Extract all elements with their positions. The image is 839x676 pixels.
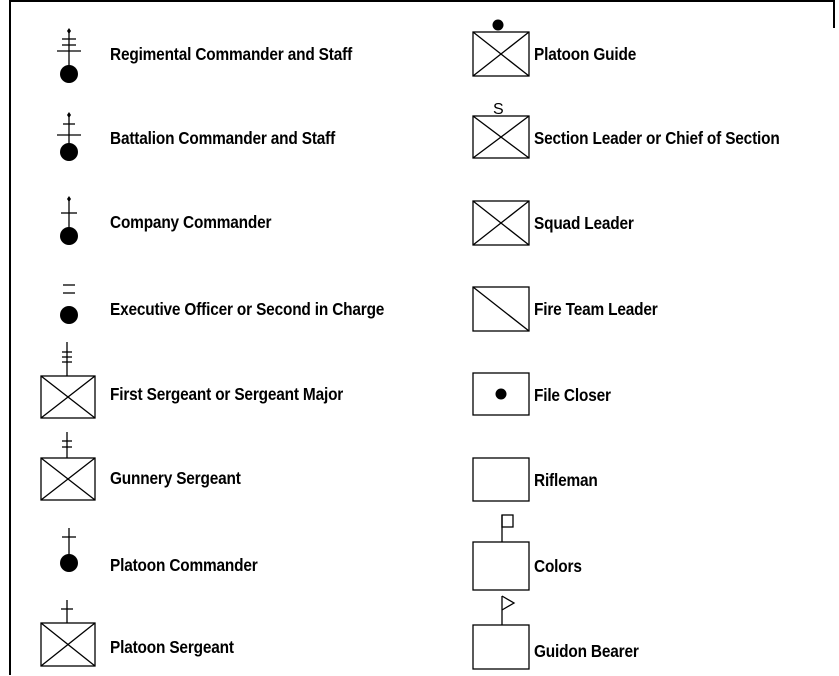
guidon-bearer-icon [472, 595, 530, 670]
legend-entry-squad-leader: Squad Leader [449, 196, 829, 246]
legend-entry-file-closer: File Closer [449, 366, 829, 416]
executive-officer-icon [60, 284, 78, 324]
legend-label: File Closer [534, 385, 611, 405]
legend-border-top [9, 0, 835, 2]
legend-label: Regimental Commander and Staff [110, 44, 353, 64]
officer-one-bar-icon [60, 196, 78, 245]
legend-label: Platoon Guide [534, 44, 637, 64]
legend-entry-battalion-commander: Battalion Commander and Staff [9, 112, 439, 161]
legend-label: First Sergeant or Sergeant Major [110, 384, 344, 404]
legend-label: Colors [534, 556, 582, 576]
legend-border-left [9, 0, 11, 675]
legend-entry-rifleman: Rifleman [449, 452, 829, 502]
legend-label: Executive Officer or Second in Charge [110, 299, 385, 319]
platoon-sergeant-icon [40, 600, 96, 667]
file-closer-icon [472, 372, 530, 416]
legend-label: Gunnery Sergeant [110, 468, 241, 488]
legend-entry-company-commander: Company Commander [9, 196, 439, 245]
nco-two-bars-icon [40, 432, 96, 501]
legend-label: Guidon Bearer [534, 641, 639, 661]
officer-three-bars-icon [57, 28, 81, 83]
legend-entry-platoon-commander: Platoon Commander [9, 528, 439, 575]
legend-label: Platoon Sergeant [110, 637, 234, 657]
rifleman-icon [472, 457, 530, 502]
legend-label: Section Leader or Chief of Section [534, 128, 780, 148]
colors-icon [472, 514, 530, 591]
section-leader-icon: S [472, 101, 530, 159]
legend-entry-platoon-sergeant: Platoon Sergeant [9, 596, 439, 667]
legend-entry-first-sergeant: First Sergeant or Sergeant Major [9, 342, 439, 419]
legend-border-right [833, 0, 835, 28]
officer-two-bars-icon [57, 112, 81, 161]
legend-label: Battalion Commander and Staff [110, 128, 336, 148]
legend-label: Fire Team Leader [534, 299, 658, 319]
platoon-commander-icon [60, 528, 78, 572]
legend-entry-regimental-commander: Regimental Commander and Staff [9, 28, 439, 83]
legend-entry-executive-officer: Executive Officer or Second in Charge [9, 280, 449, 324]
squad-leader-icon [472, 200, 530, 246]
legend-label: Rifleman [534, 470, 598, 490]
section-leader-glyph: S [493, 101, 504, 118]
platoon-guide-icon [472, 19, 530, 77]
legend-label: Squad Leader [534, 213, 634, 233]
fire-team-leader-icon [472, 286, 530, 332]
legend-entry-platoon-guide: Platoon Guide [449, 18, 829, 77]
legend-entry-colors: Colors [449, 508, 829, 591]
legend-entry-section-leader: S Section Leader or Chief of Section [449, 98, 834, 159]
legend-label: Company Commander [110, 212, 272, 232]
legend-entry-fire-team-leader: Fire Team Leader [449, 282, 829, 332]
legend-entry-gunnery-sergeant: Gunnery Sergeant [9, 428, 439, 501]
legend-entry-guidon-bearer: Guidon Bearer [449, 594, 829, 670]
symbol-legend: Regimental Commander and Staff Battalion… [9, 0, 835, 675]
legend-label: Platoon Commander [110, 555, 258, 575]
nco-three-bars-icon [40, 342, 96, 419]
